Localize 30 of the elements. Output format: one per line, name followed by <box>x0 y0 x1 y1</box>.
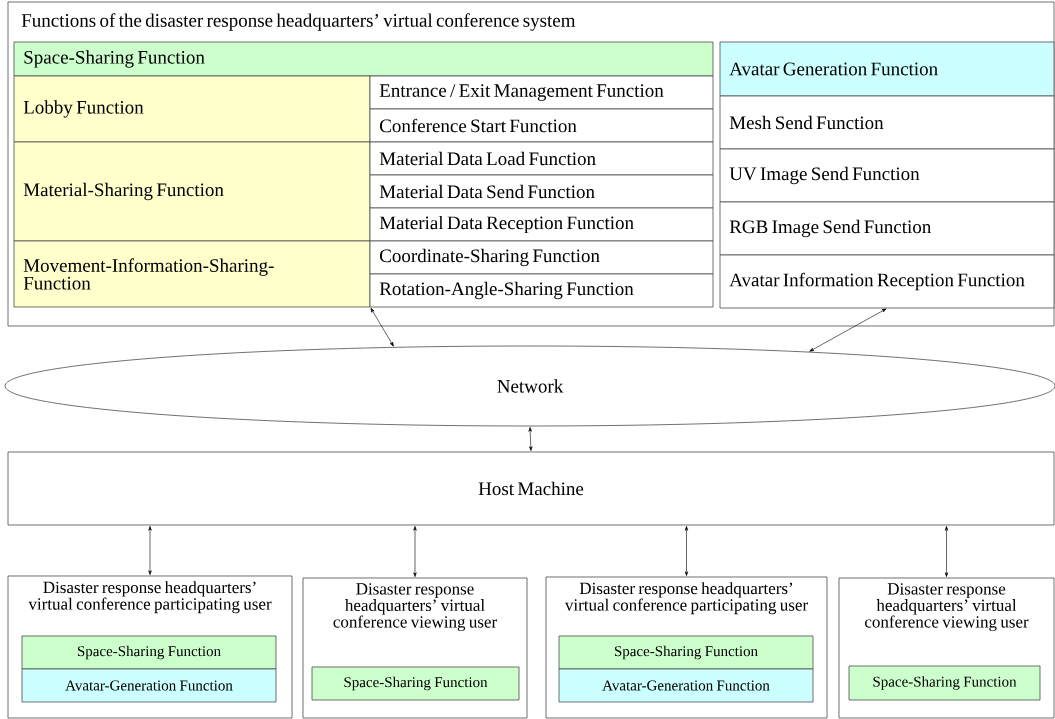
function-cell: Rotation-Angle-Sharing Function <box>369 273 714 308</box>
function-cell: Space-Sharing Function <box>13 41 714 77</box>
function-cell: Space-Sharing Function <box>848 665 1041 701</box>
function-cell: Space-Sharing Function <box>311 666 520 701</box>
function-cell: Lobby Function <box>13 75 371 143</box>
arrow <box>809 308 887 352</box>
arrow <box>413 526 417 577</box>
arrow <box>528 427 533 451</box>
arrow <box>684 526 689 576</box>
function-cell: Coordinate-Sharing Function <box>369 240 714 275</box>
function-cell: Mesh Send Function <box>719 95 1055 150</box>
function-cell: Conference Start Function <box>369 108 714 143</box>
arrow <box>370 307 394 347</box>
arrow <box>944 526 949 577</box>
function-cell: Avatar Information Reception Function <box>719 254 1055 309</box>
function-cell: Material-Sharing Function <box>13 141 371 242</box>
function-cell: Avatar-Generation Function <box>558 668 814 703</box>
function-cell: Material Data Reception Function <box>369 207 714 242</box>
function-cell: Space-Sharing Function <box>21 635 277 670</box>
function-cell: Material Data Send Function <box>369 174 714 209</box>
arrow <box>148 526 152 575</box>
function-cell: UV Image Send Function <box>719 148 1055 203</box>
function-cell: Avatar Generation Function <box>719 41 1055 97</box>
function-cell: RGB Image Send Function <box>719 201 1055 256</box>
function-cell: Movement-Information-Sharing-Function <box>13 240 371 308</box>
host-box: Host Machine <box>7 451 1055 526</box>
function-cell: Material Data Load Function <box>369 141 714 176</box>
function-cell: Avatar-Generation Function <box>21 668 277 703</box>
function-cell: Space-Sharing Function <box>558 635 814 670</box>
function-cell: Entrance / Exit Management Function <box>369 75 714 110</box>
